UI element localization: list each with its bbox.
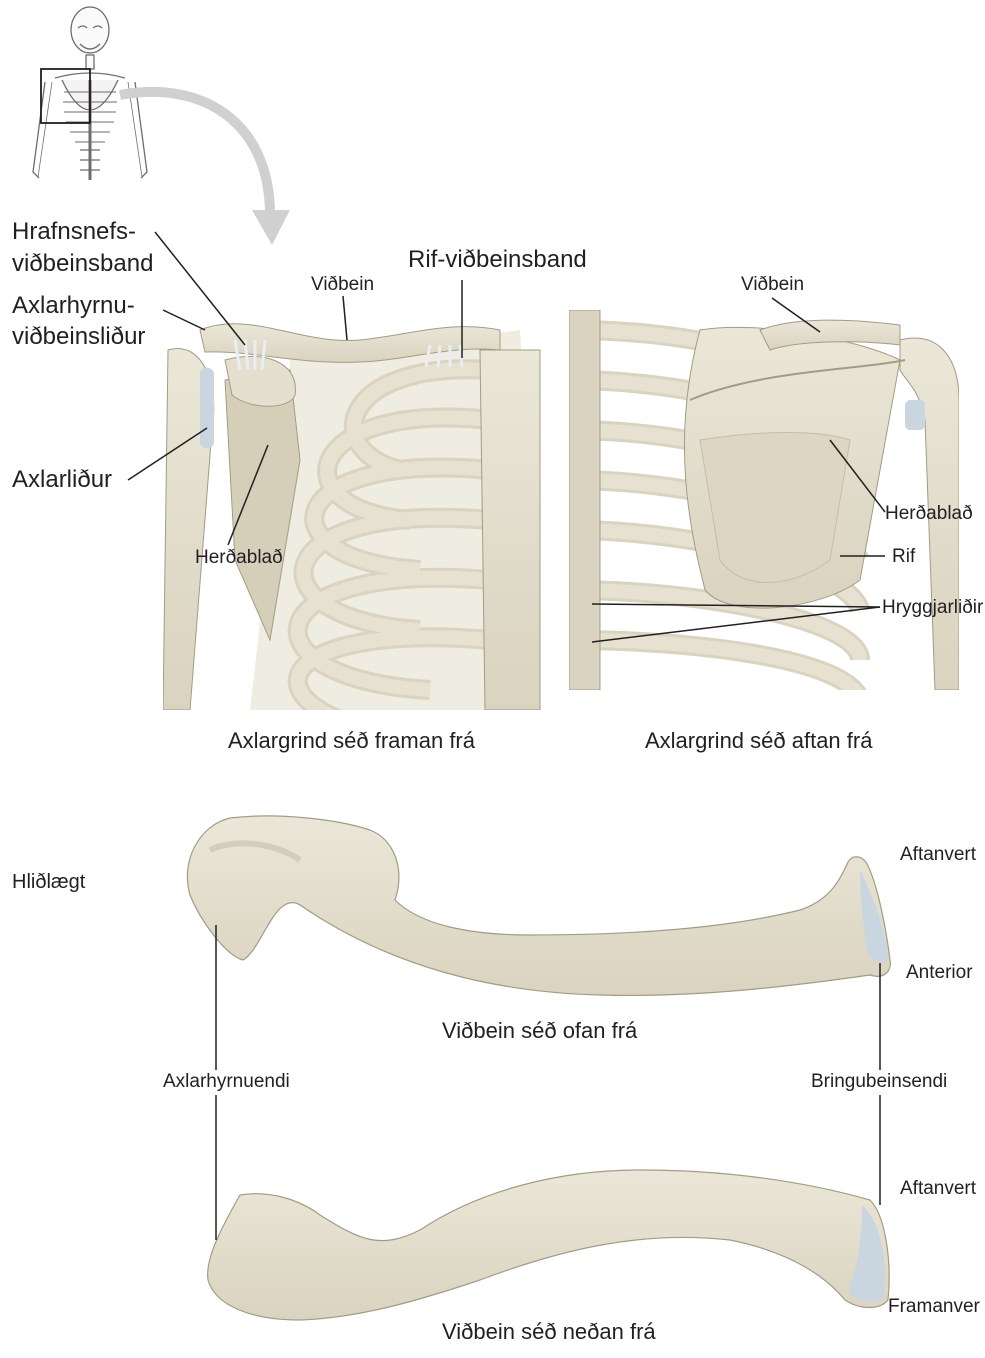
label-costoclavicular-ligament: Rif-viðbeinsband [408, 246, 587, 273]
caption-clavicle-inferior: Viðbein séð neðan frá [442, 1319, 656, 1344]
leader-lines [127, 231, 886, 1240]
clavicle-inferior-view [207, 1169, 890, 1321]
label-coracoclavicular-ligament-line1: Hrafnsnefs- [12, 218, 137, 245]
skeleton-thumbnail [32, 6, 148, 180]
label-clavicle-front: Viðbein [311, 274, 375, 295]
label-acromioclavicular-joint-line1: Axlarhyrnu- [12, 292, 135, 319]
label-clavicle-back: Viðbein [741, 274, 805, 295]
label-posterior-top: Aftanvert [900, 844, 977, 865]
back-view-illustration [569, 310, 959, 690]
clavicle-superior-view [186, 815, 891, 997]
label-anterior-bottom: Framanver [888, 1296, 980, 1317]
label-sternal-end: Bringubeinsendi [811, 1071, 948, 1092]
label-rib: Rif [892, 546, 916, 567]
label-anterior-top: Anterior [906, 962, 973, 983]
caption-posterior-view: Axlargrind séð aftan frá [645, 728, 873, 753]
label-acromial-end: Axlarhyrnuendi [163, 1071, 290, 1092]
label-scapula-front: Herðablað [195, 547, 283, 568]
label-coracoclavicular-ligament-line2: viðbeinsband [12, 250, 154, 277]
front-view-illustration [163, 310, 543, 710]
caption-anterior-view: Axlargrind séð framan frá [228, 728, 475, 753]
label-acromioclavicular-joint-line2: viðbeinsliður [12, 323, 146, 350]
label-scapula-back: Herðablað [885, 503, 973, 524]
caption-clavicle-superior: Viðbein séð ofan frá [442, 1018, 638, 1043]
zoom-arrow [119, 86, 290, 245]
label-posterior-bottom: Aftanvert [900, 1178, 977, 1199]
label-shoulder-joint: Axlarliður [12, 466, 113, 493]
label-lateral: Hliðlægt [12, 871, 86, 893]
label-vertebrae: Hryggjarliðir [882, 597, 984, 618]
